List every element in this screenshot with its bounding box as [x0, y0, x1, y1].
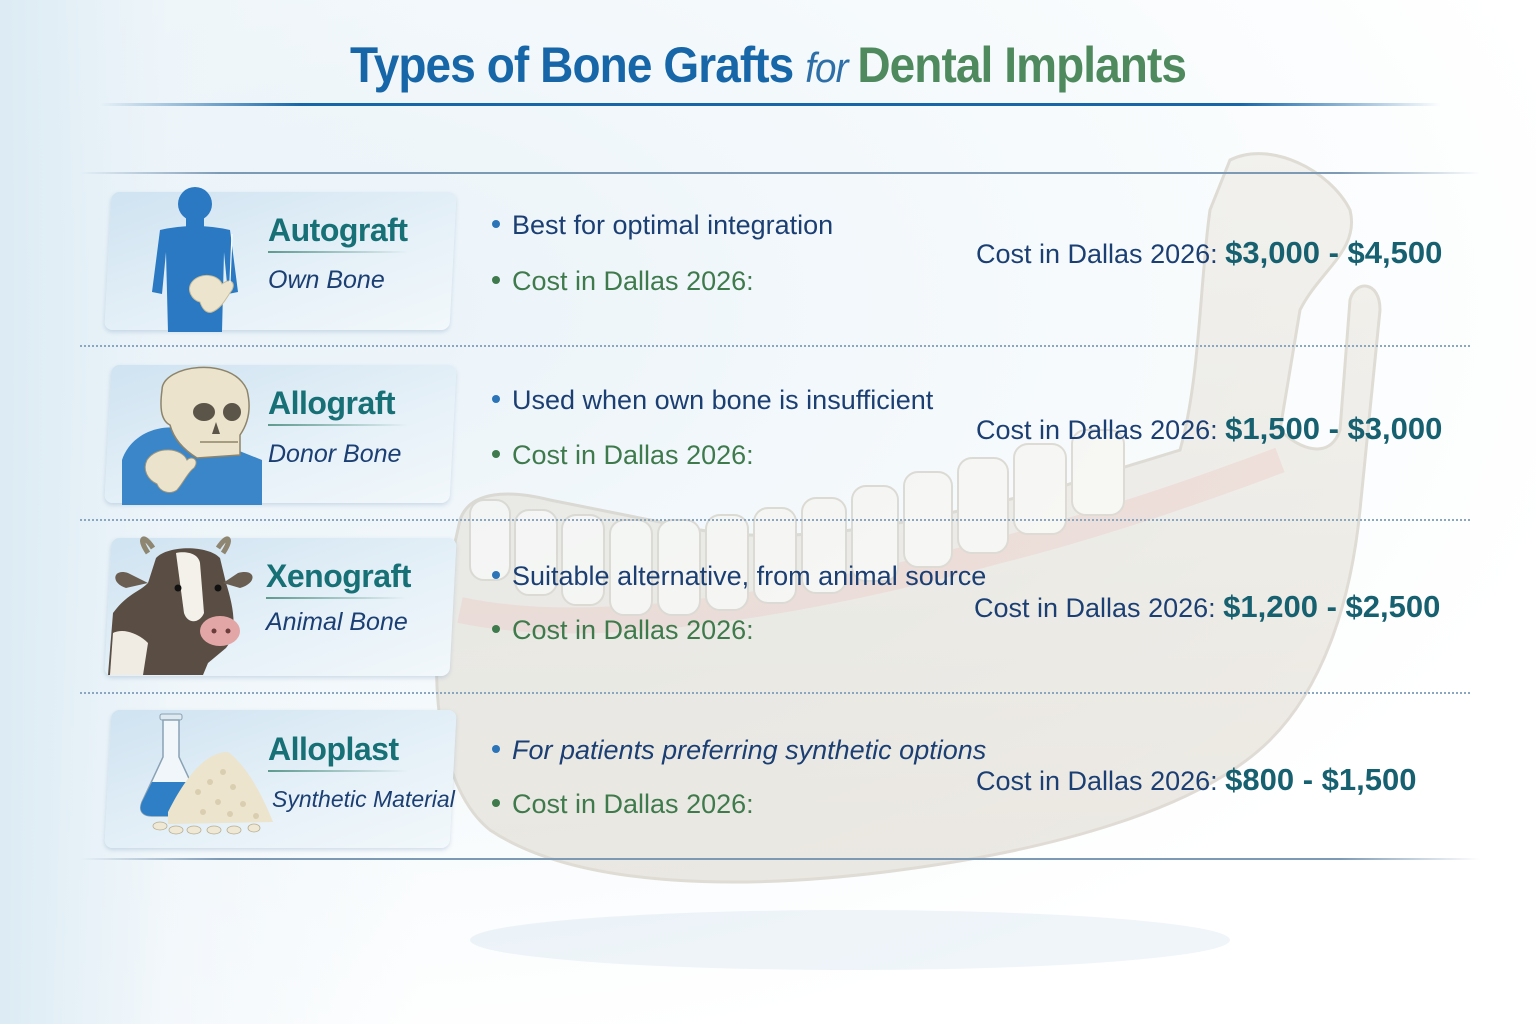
page-title: Types of Bone Grafts for Dental Implants — [61, 36, 1474, 94]
graft-cost-label: Cost in Dallas 2026: — [492, 440, 754, 471]
bullet-dot-icon — [492, 219, 500, 228]
graft-name: Autograft — [268, 212, 408, 248]
bullet-dot-icon — [492, 570, 500, 579]
graft-cost-label: Cost in Dallas 2026: — [492, 266, 754, 297]
graft-name: Alloplast — [268, 731, 399, 767]
graft-subtitle: Synthetic Material — [272, 786, 455, 812]
table-top-divider — [80, 172, 1480, 174]
bullet-dot-icon — [492, 624, 500, 633]
name-underline — [268, 251, 408, 253]
title-part-1: Types of Bone Grafts — [349, 37, 806, 93]
cow-icon — [108, 536, 253, 675]
graft-description: Suitable alternative, from animal source — [492, 561, 986, 592]
bullet-dot-icon — [492, 449, 500, 458]
name-underline — [268, 424, 408, 426]
flask-granules-icon — [140, 713, 273, 835]
human-body-hip-bone-icon — [152, 187, 238, 332]
title-part-2: for — [805, 44, 858, 91]
jawbone-illustration-icon — [435, 152, 1382, 970]
graft-name: Allograft — [268, 385, 396, 421]
price-range: $800 - $1,500 — [1225, 762, 1417, 797]
row-divider — [80, 345, 1470, 347]
name-underline — [266, 597, 406, 599]
graft-description: Best for optimal integration — [492, 210, 833, 241]
row-divider — [80, 692, 1470, 694]
title-divider — [100, 103, 1440, 106]
bullet-dot-icon — [492, 394, 500, 403]
graft-cost-label: Cost in Dallas 2026: — [492, 789, 754, 820]
graft-cost-label: Cost in Dallas 2026: — [492, 615, 754, 646]
graft-price: Cost in Dallas 2026: $800 - $1,500 — [976, 762, 1417, 797]
graft-name: Xenograft — [266, 558, 411, 594]
skull-bone-icon — [122, 366, 262, 505]
table-bottom-divider — [80, 858, 1480, 860]
graft-description: For patients preferring synthetic option… — [492, 735, 986, 766]
graft-price: Cost in Dallas 2026: $1,500 - $3,000 — [976, 411, 1443, 446]
graft-subtitle: Animal Bone — [266, 608, 408, 636]
graft-price: Cost in Dallas 2026: $1,200 - $2,500 — [974, 589, 1441, 624]
name-underline — [268, 770, 408, 772]
price-range: $1,200 - $2,500 — [1223, 589, 1441, 624]
row-divider — [80, 519, 1470, 521]
graft-subtitle: Own Bone — [268, 266, 385, 294]
graft-subtitle: Donor Bone — [268, 440, 402, 468]
price-range: $1,500 - $3,000 — [1225, 411, 1443, 446]
bullet-dot-icon — [492, 275, 500, 284]
price-range: $3,000 - $4,500 — [1225, 235, 1443, 270]
title-part-3: Dental Implants — [857, 37, 1187, 93]
background-gradient — [0, 0, 420, 1024]
bullet-dot-icon — [492, 744, 500, 753]
graft-price: Cost in Dallas 2026: $3,000 - $4,500 — [976, 235, 1443, 270]
bullet-dot-icon — [492, 798, 500, 807]
graft-description: Used when own bone is insufficient — [492, 385, 933, 416]
